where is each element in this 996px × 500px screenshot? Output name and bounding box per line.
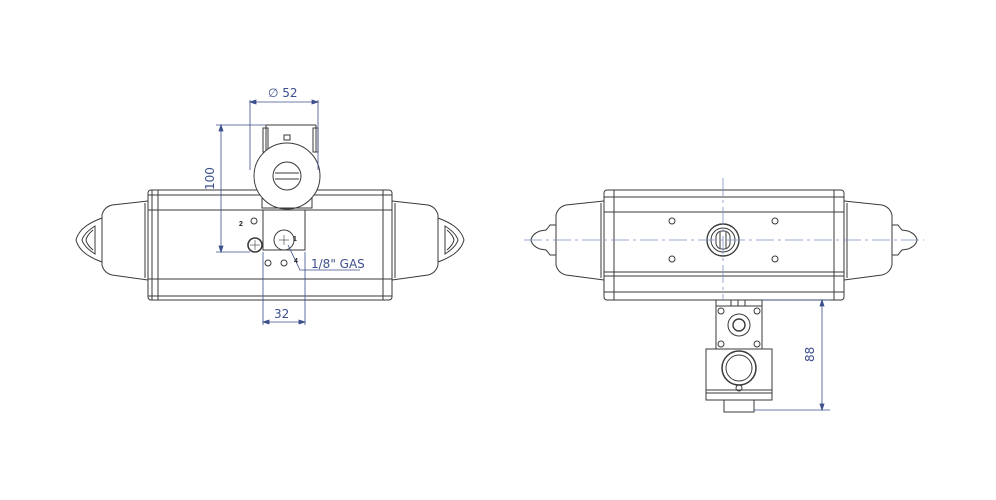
side-view-dimensions (754, 298, 830, 412)
side-view (530, 189, 918, 413)
right-end-cap-side (843, 200, 918, 281)
port-label-4: 4 (294, 258, 298, 265)
dim-thread-gas: 1/8" GAS (311, 257, 365, 271)
actuator-body-side (603, 189, 845, 301)
front-view-dimensions (216, 99, 360, 325)
port-label-2: 2 (239, 221, 243, 228)
valve-block (247, 209, 306, 267)
front-view (75, 124, 465, 301)
solenoid-coil (253, 124, 321, 210)
solenoid-valve-side (705, 299, 773, 413)
dim-height-100: 100 (203, 167, 217, 190)
right-end-cap (391, 200, 465, 281)
dim-height-88: 88 (803, 346, 817, 362)
left-end-cap (75, 200, 149, 281)
left-end-cap-side (530, 200, 605, 281)
side-view-centerlines (524, 178, 924, 300)
port-label-1: 1 (293, 236, 297, 243)
dim-coil-diameter: ∅ 52 (268, 86, 298, 100)
dim-width-32: 32 (274, 307, 290, 321)
